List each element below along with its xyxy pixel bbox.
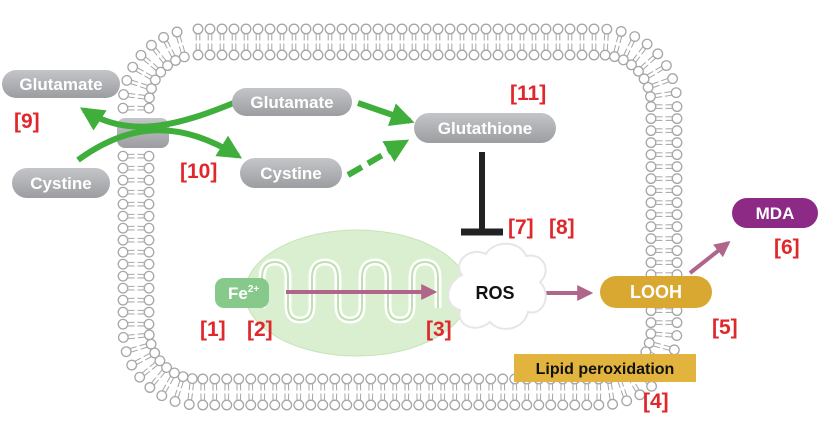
mda-node: MDA [732, 198, 818, 228]
cystine-extracellular-label: Cystine [30, 174, 91, 193]
lipid-peroxidation-label: Lipid peroxidation [536, 361, 675, 378]
ref-11: [11] [510, 82, 546, 105]
glutamate-intracellular-label: Glutamate [250, 93, 333, 112]
oxidation-arrows [286, 241, 731, 301]
glutathione-label: Glutathione [438, 119, 532, 138]
ref-4: [4] [643, 390, 669, 413]
ref-5: [5] [712, 316, 738, 339]
lipid-peroxidation-box: Lipid peroxidation [514, 354, 696, 382]
looh-label: LOOH [630, 282, 682, 302]
ref-2: [2] [247, 318, 273, 341]
cystine-to-glutathione-arrow [346, 139, 410, 178]
cystine-import-arrow [76, 127, 243, 163]
ref-3: [3] [426, 318, 452, 341]
cell-membrane [117, 23, 683, 411]
looh-node: LOOH [600, 276, 712, 308]
transport-arrows [76, 99, 415, 178]
glutamate-extracellular-node: Glutamate [2, 70, 120, 98]
looh-to-mda-arrow [688, 241, 731, 275]
ros-node: ROS [447, 242, 547, 330]
glutamate-intracellular-node: Glutamate [232, 88, 352, 116]
ros-label: ROS [475, 283, 514, 303]
ref-1: [1] [200, 318, 226, 341]
svg-text:Fe2+: Fe2+ [228, 284, 259, 303]
cystine-intracellular-label: Cystine [260, 164, 321, 183]
ref-8: [8] [549, 216, 575, 239]
glutamate-extracellular-label: Glutamate [19, 75, 102, 94]
glutathione-node: Glutathione [414, 113, 556, 143]
glutamate-to-glutathione-arrow [357, 100, 415, 127]
inhibition-symbol [461, 152, 503, 236]
fe-charge: 2+ [248, 284, 260, 295]
ref-7: [7] [508, 216, 534, 239]
mda-label: MDA [756, 204, 795, 223]
ref-10: [10] [180, 160, 217, 183]
glutamate-export-arrow [79, 99, 238, 131]
fe2-node: Fe2+ [215, 278, 269, 308]
cystine-intracellular-node: Cystine [240, 158, 342, 188]
ref-6: [6] [774, 236, 800, 259]
cystine-extracellular-node: Cystine [12, 168, 110, 198]
fe-symbol: Fe [228, 284, 248, 303]
ref-9: [9] [14, 110, 40, 133]
